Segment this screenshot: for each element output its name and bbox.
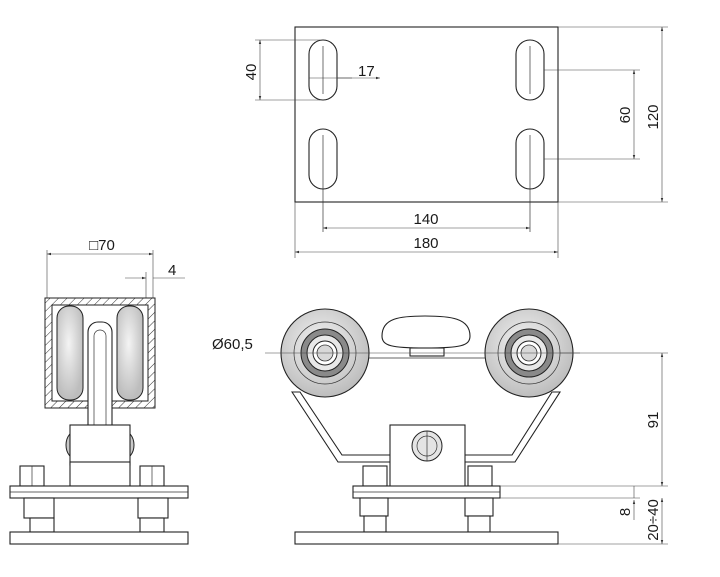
top-plate-view: 40 17 60 120 140 180 xyxy=(243,26,668,258)
base-plate-front xyxy=(294,531,559,545)
guide-roller xyxy=(381,315,471,349)
front-view: Ø60,5 91 8 20÷40 xyxy=(212,308,668,545)
mounting-plate-outline xyxy=(294,26,559,203)
dim-plate-width: 180 xyxy=(413,235,438,252)
side-view: □70 4 xyxy=(9,237,189,545)
dim-wheel-diameter: Ø60,5 xyxy=(212,336,253,353)
dim-slot-width: 17 xyxy=(358,63,375,80)
dim-hole-spacing-horizontal: 140 xyxy=(413,211,438,228)
wheel-left-side xyxy=(56,305,84,401)
dim-profile-size: □70 xyxy=(89,237,115,254)
dim-plate-thickness: 8 xyxy=(617,508,634,516)
base-plate-side xyxy=(9,531,189,545)
dim-profile-wall: 4 xyxy=(168,262,176,279)
dim-adjust-range: 20÷40 xyxy=(645,499,662,541)
dim-slot-length: 40 xyxy=(243,64,260,81)
dim-hole-spacing-vertical: 60 xyxy=(617,107,634,124)
nut-right-bottom xyxy=(139,517,165,533)
nut-left-bottom xyxy=(29,517,55,533)
wheel-right-side xyxy=(116,305,144,401)
dim-height: 91 xyxy=(645,412,662,429)
profile-section xyxy=(44,297,156,409)
dim-plate-height: 120 xyxy=(645,104,662,129)
